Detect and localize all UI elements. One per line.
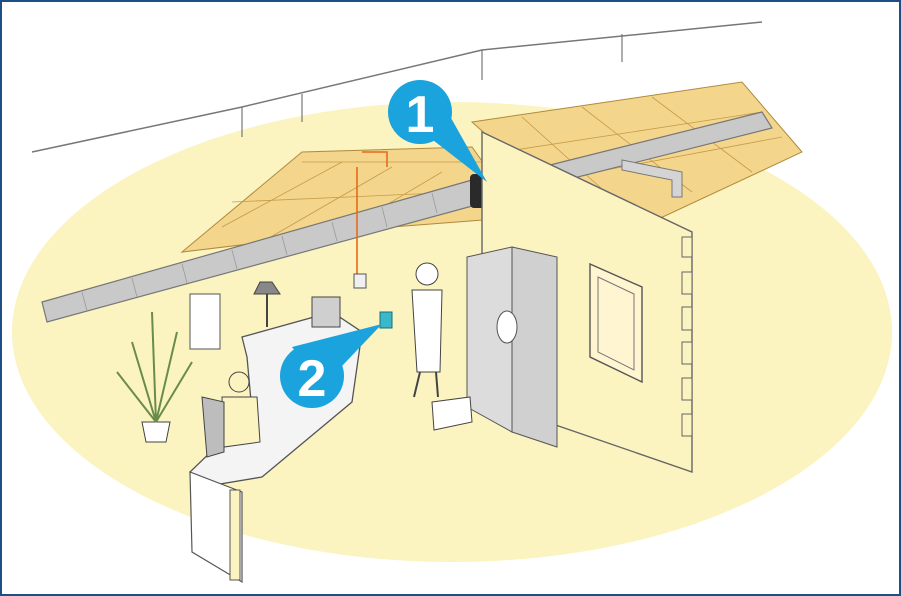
wall-poster [190, 294, 220, 349]
computer-monitor [312, 297, 340, 327]
wall-control-box [354, 274, 366, 288]
callout-2-label: 2 [298, 350, 327, 408]
callout-1-label: 1 [406, 86, 435, 144]
handheld-remote [380, 312, 392, 328]
